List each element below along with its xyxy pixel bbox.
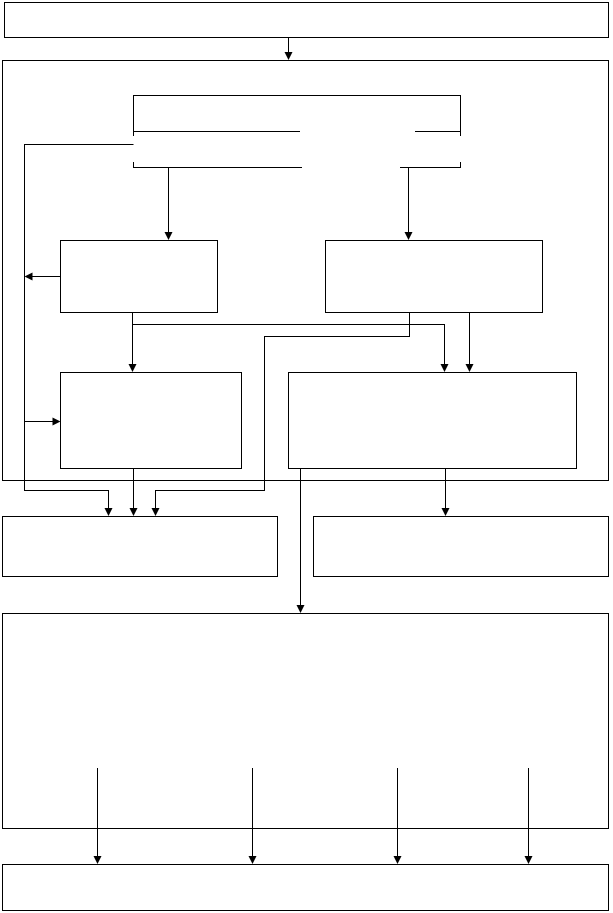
footer-box	[2, 864, 609, 911]
center-box-gap-bottom	[302, 163, 400, 173]
output-right-box	[313, 516, 609, 577]
mid-left-box	[60, 240, 218, 313]
center-box-gap-right	[455, 136, 465, 162]
lower-right-box	[288, 372, 577, 469]
arrow-mid-right-to-output-left	[151, 312, 410, 516]
output-left-box	[2, 516, 278, 577]
arrow-mid-left-to-lower-right	[132, 324, 449, 372]
mid-right-box	[325, 240, 543, 313]
left-bus-line	[24, 144, 134, 516]
lower-left-box	[60, 372, 242, 469]
center-box-gap-left	[128, 136, 138, 162]
top-banner-box	[4, 2, 609, 38]
large-bottom-box	[2, 613, 609, 829]
